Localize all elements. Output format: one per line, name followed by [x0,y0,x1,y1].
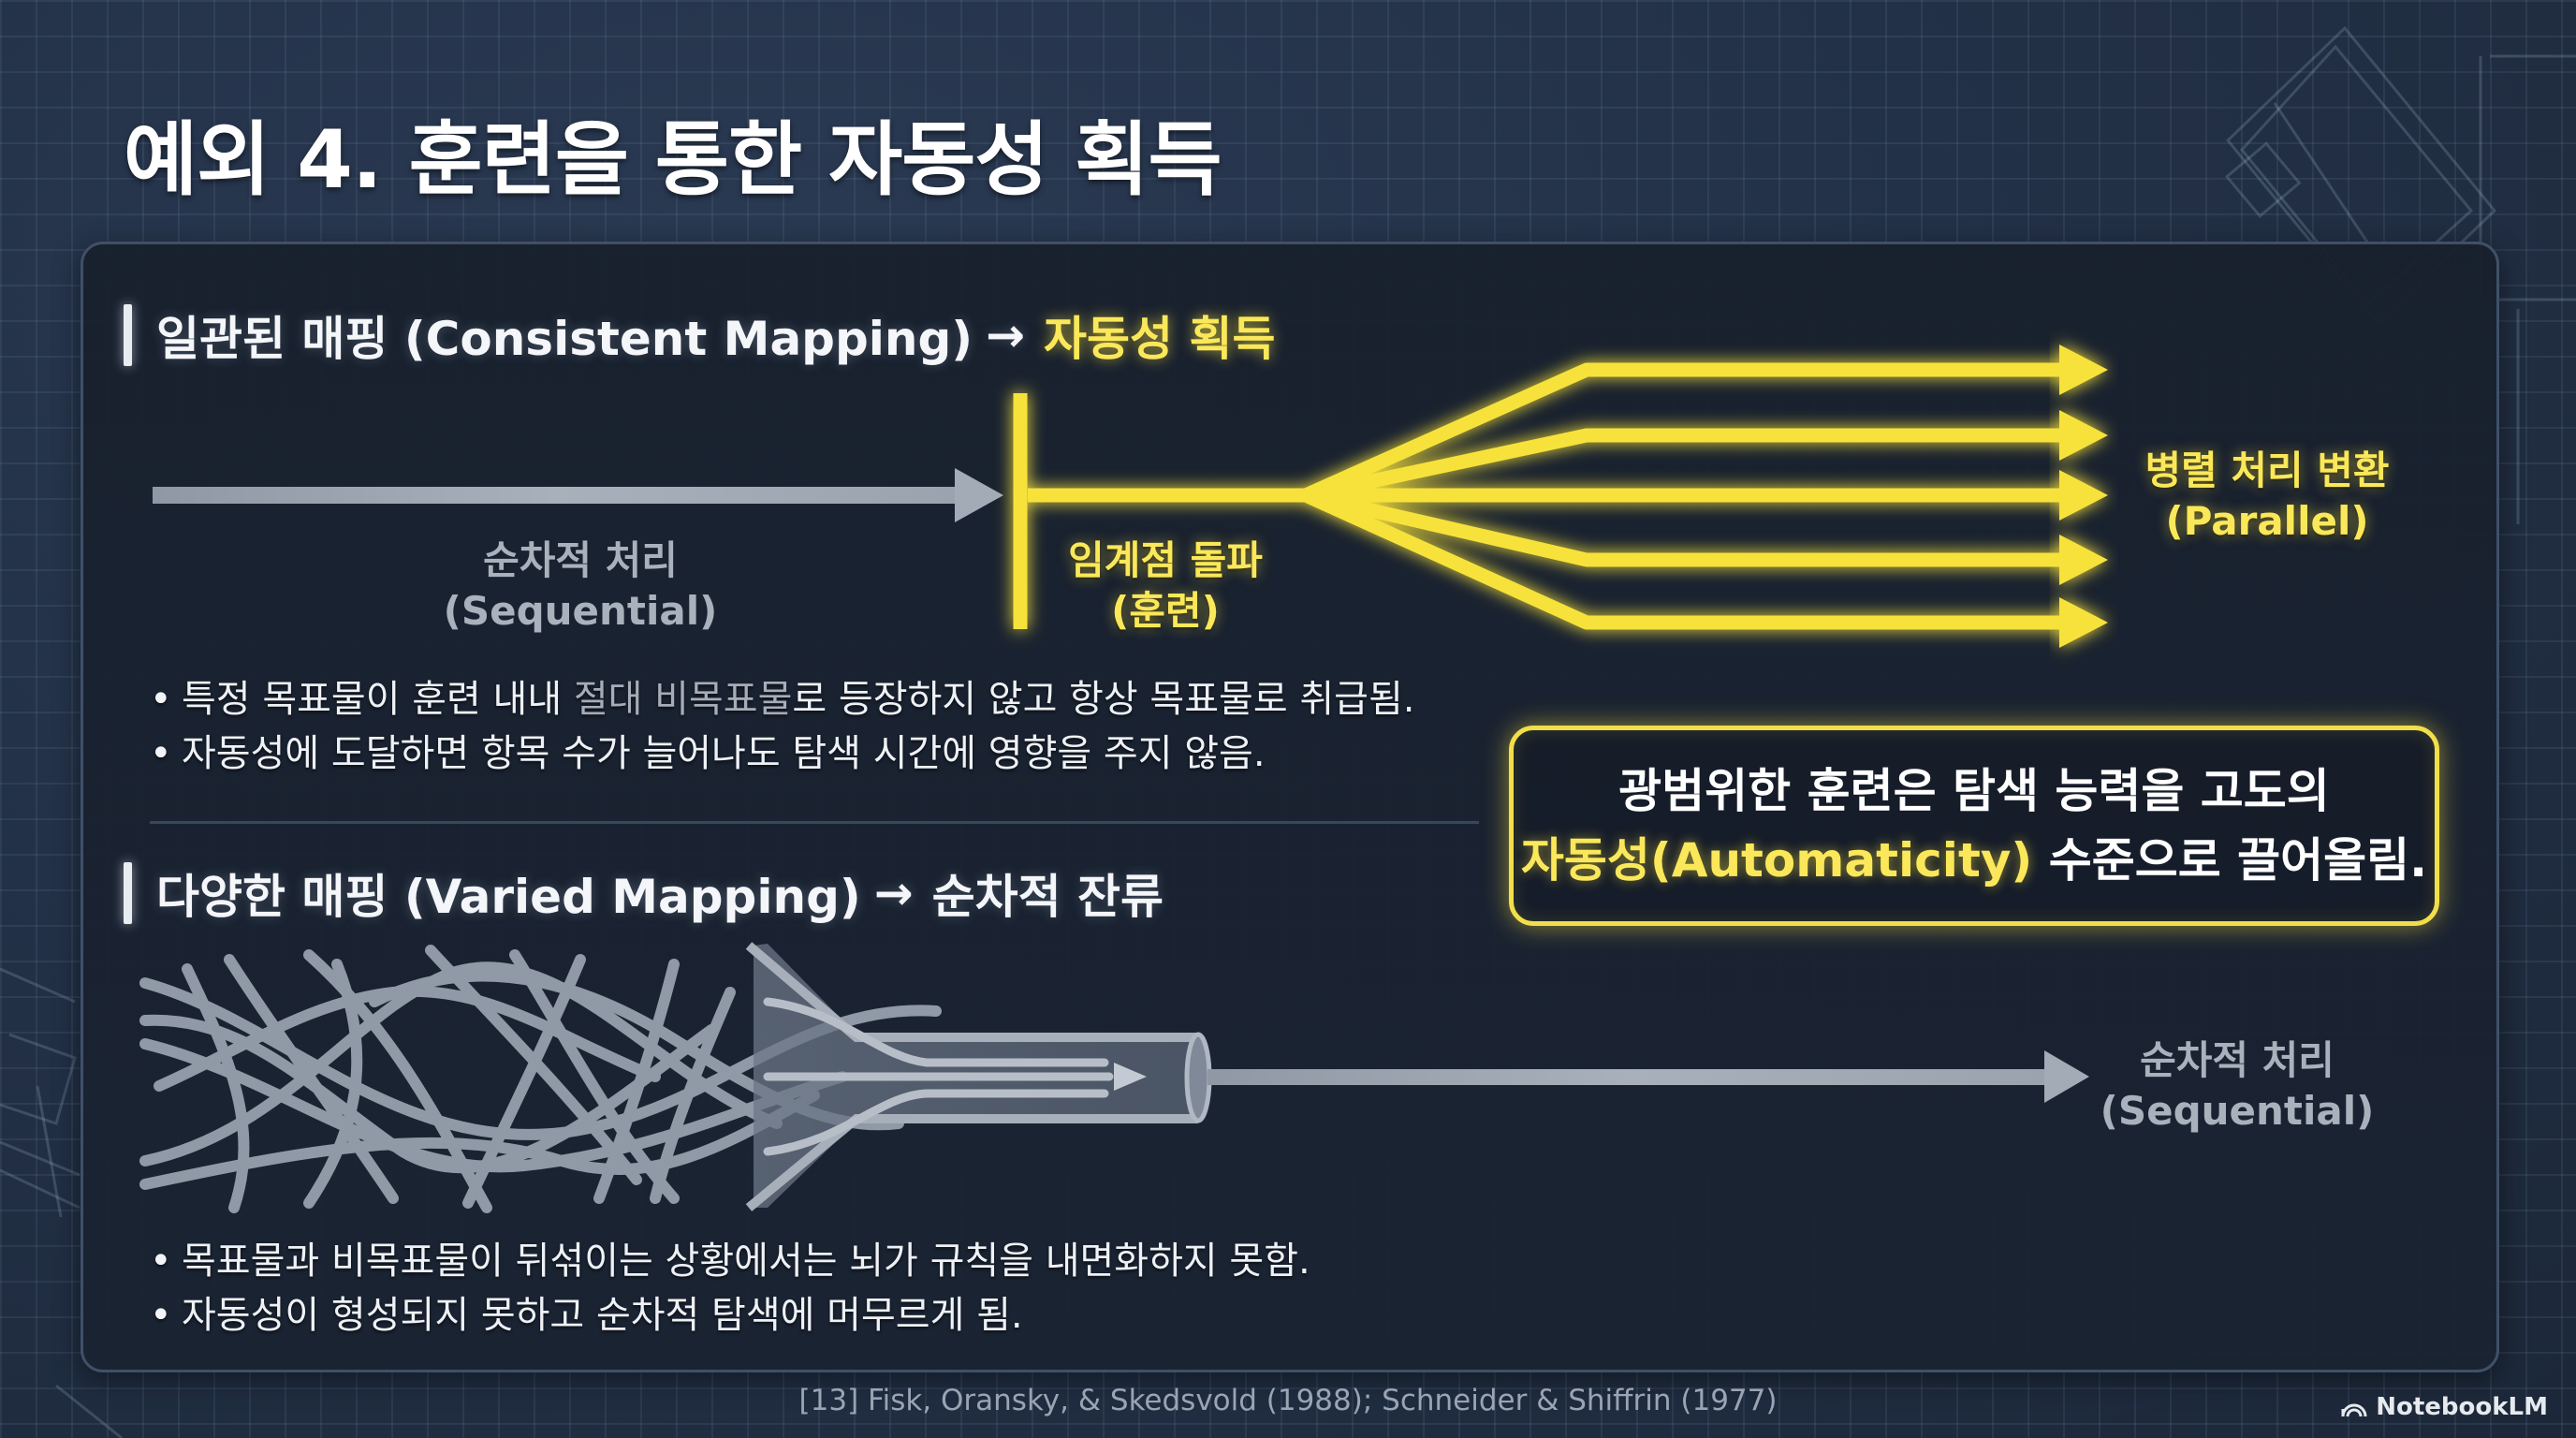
threshold-label-korean: 임계점 돌파 [1068,537,1263,583]
callout-line-1: 광범위한 훈련은 탐색 능력을 고도의 [1618,764,2330,818]
bullet-item: •자동성이 형성되지 못하고 순차적 탐색에 머무르게 됨. [150,1288,1310,1343]
parallel-label: 병렬 처리 변환 (Parallel) [2144,446,2389,547]
bullet-dot-icon: • [150,678,172,721]
section-accent-bar [124,862,132,924]
sequential-label-top: 순차적 처리 (Sequential) [444,536,718,637]
bullet-item: •특정 목표물이 훈련 내내 절대 비목표물로 등장하지 않고 항상 목표물로 … [150,672,1414,726]
bullet-dot-icon: • [150,1240,172,1283]
bullet-dot-icon: • [150,1294,172,1337]
threshold-label-sub: (훈련) [1111,588,1220,634]
bullet-item: •자동성에 도달하면 항목 수가 늘어나도 탐색 시간에 영향을 주지 않음. [150,726,1414,781]
callout-line-2: 자동성(Automaticity) 수준으로 끌어올림. [1520,833,2428,888]
heading-main-text: 다양한 매핑 (Varied Mapping) [156,870,861,924]
parallel-label-english: (Parallel) [2165,498,2369,544]
sequential-label-korean: 순차적 처리 [483,537,678,583]
sequential-label-korean: 순차적 처리 [2140,1037,2334,1083]
sequential-label-english: (Sequential) [443,588,718,634]
varied-mapping-bullets: •목표물과 비목표물이 뒤섞이는 상황에서는 뇌가 규칙을 내면화하지 못함. … [150,1234,1310,1343]
callout-highlight: 자동성(Automaticity) [1520,833,2033,888]
consistent-mapping-bullets: •특정 목표물이 훈련 내내 절대 비목표물로 등장하지 않고 항상 목표물로 … [150,672,1414,781]
muted-emphasis: 절대 비목표물 [573,678,793,721]
right-arrow-icon: → [873,866,914,920]
brand-name: NotebookLM [2376,1393,2548,1421]
heading-result-text: 자동성 획득 [1044,312,1276,366]
citation-footer: [13] Fisk, Oransky, & Skedsvold (1988); … [798,1384,1778,1417]
threshold-label: 임계점 돌파 (훈련) [1068,536,1263,637]
slide-title: 예외 4. 훈련을 통한 자동성 획득 [124,113,1222,207]
right-arrow-icon: → [986,308,1026,362]
notebooklm-brand: NotebookLM [2340,1393,2548,1421]
parallel-label-korean: 병렬 처리 변환 [2144,448,2390,493]
sequential-label-english: (Sequential) [2100,1088,2375,1134]
section-accent-bar [124,304,132,366]
bullet-dot-icon: • [150,732,172,775]
heading-main-text: 일관된 매핑 (Consistent Mapping) [156,312,973,366]
section-heading-varied-mapping: 다양한 매핑 (Varied Mapping) → 순차적 잔류 [124,859,1164,927]
notebooklm-logo-icon [2341,1403,2367,1417]
sequential-label-bottom: 순차적 처리 (Sequential) [2100,1035,2375,1137]
section-divider [150,821,1479,824]
bullet-item: •목표물과 비목표물이 뒤섞이는 상황에서는 뇌가 규칙을 내면화하지 못함. [150,1234,1310,1288]
key-takeaway-callout: 광범위한 훈련은 탐색 능력을 고도의 자동성(Automaticity) 수준… [1509,726,2439,926]
heading-result-text: 순차적 잔류 [931,870,1164,924]
section-heading-consistent-mapping: 일관된 매핑 (Consistent Mapping) → 자동성 획득 [124,301,1275,369]
